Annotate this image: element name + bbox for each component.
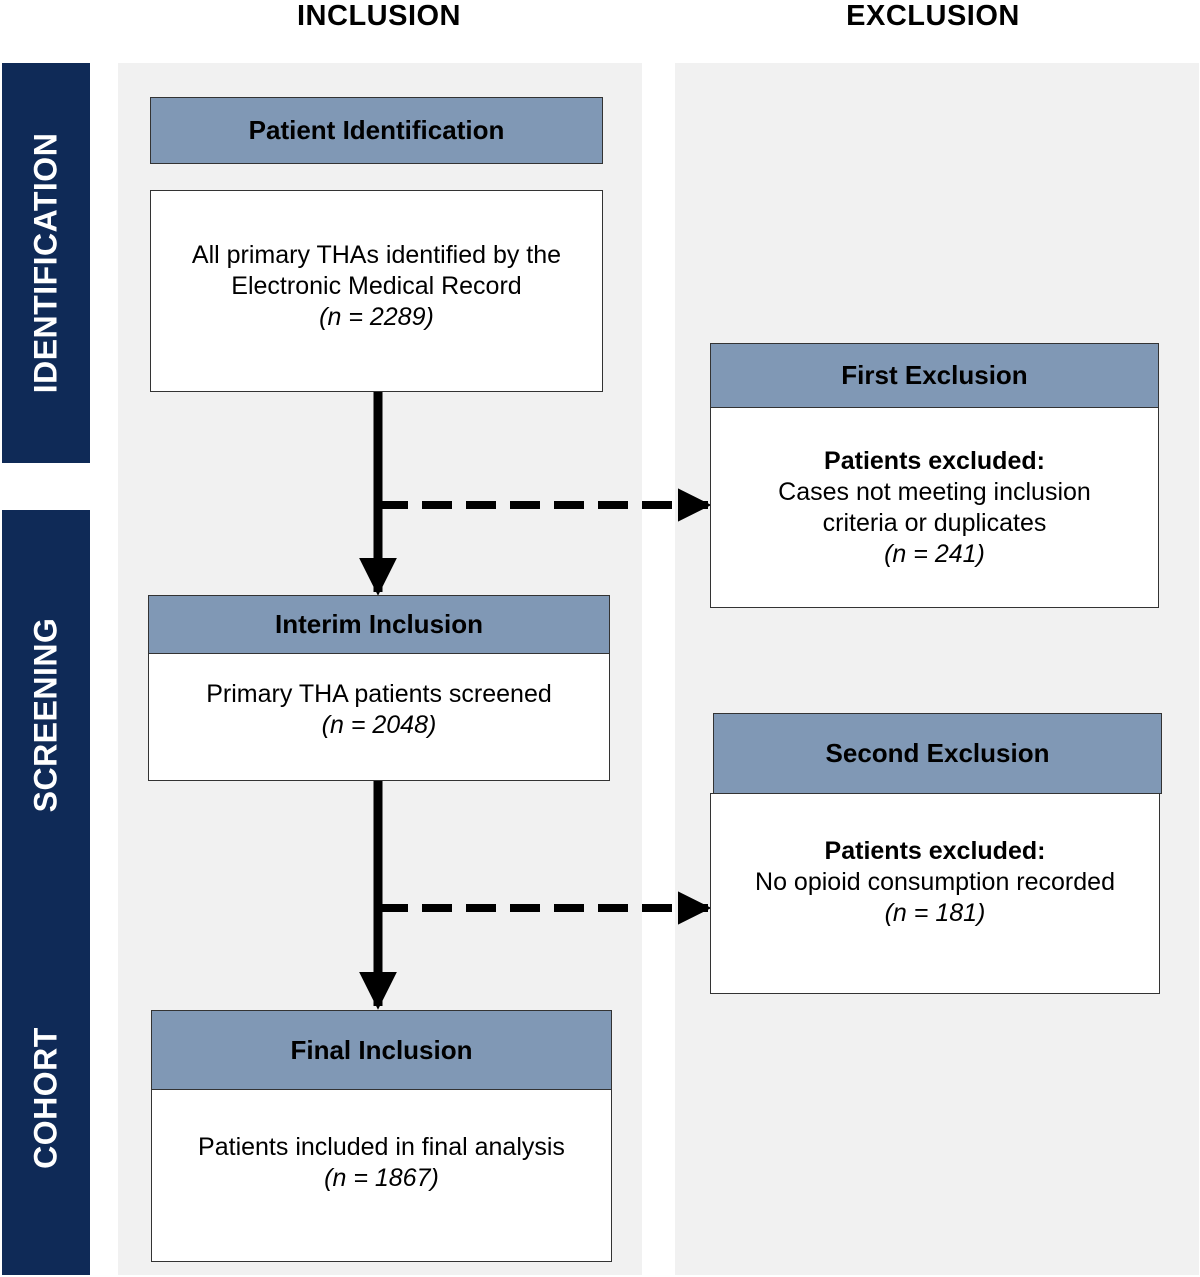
first-exclusion-line-1: Cases not meeting inclusion (778, 477, 1091, 506)
first-exclusion-line-2: criteria or duplicates (822, 508, 1047, 537)
patient-identification-header: Patient Identification (150, 97, 603, 164)
second-exclusion-heading: Patients excluded: (824, 837, 1046, 865)
first-exclusion-title: First Exclusion (841, 360, 1028, 390)
stage-cohort: COHORT (2, 920, 90, 1275)
second-exclusion-header: Second Exclusion (713, 713, 1162, 794)
first-exclusion-header: First Exclusion (710, 343, 1159, 408)
second-exclusion-title: Second Exclusion (825, 738, 1050, 768)
first-exclusion-box: Patients excluded: Cases not meeting inc… (710, 407, 1159, 608)
final-inclusion-box: Patients included in final analysis (n =… (151, 1089, 612, 1262)
second-exclusion-count: (n = 181) (884, 899, 986, 927)
stage-identification: IDENTIFICATION (2, 63, 90, 463)
second-exclusion-box: Patients excluded: No opioid consumption… (710, 793, 1160, 994)
exclusion-panel (675, 63, 1199, 1275)
second-exclusion-line-1: No opioid consumption recorded (755, 868, 1115, 896)
first-exclusion-count: (n = 241) (884, 539, 985, 568)
final-line-1: Patients included in final analysis (198, 1132, 565, 1161)
interim-line-1: Primary THA patients screened (206, 680, 552, 708)
final-inclusion-title: Final Inclusion (290, 1034, 473, 1065)
exclusion-column-header: EXCLUSION (846, 0, 1020, 32)
identification-line-1: All primary THAs identified by the (191, 240, 562, 269)
patient-identification-title: Patient Identification (248, 115, 505, 145)
identification-line-2: Electronic Medical Record (231, 271, 522, 300)
inclusion-column-header: INCLUSION (297, 0, 461, 32)
stage-screening: SCREENING (2, 510, 90, 920)
identification-count: (n = 2289) (319, 302, 434, 331)
interim-inclusion-header: Interim Inclusion (148, 595, 610, 654)
interim-inclusion-title: Interim Inclusion (274, 609, 484, 639)
interim-count: (n = 2048) (321, 711, 437, 739)
final-count: (n = 1867) (324, 1163, 439, 1192)
patient-identification-box: All primary THAs identified by the Elect… (150, 190, 603, 392)
interim-inclusion-box: Primary THA patients screened (n = 2048) (148, 653, 610, 781)
final-inclusion-header: Final Inclusion (151, 1010, 612, 1090)
first-exclusion-heading: Patients excluded: (824, 446, 1045, 475)
